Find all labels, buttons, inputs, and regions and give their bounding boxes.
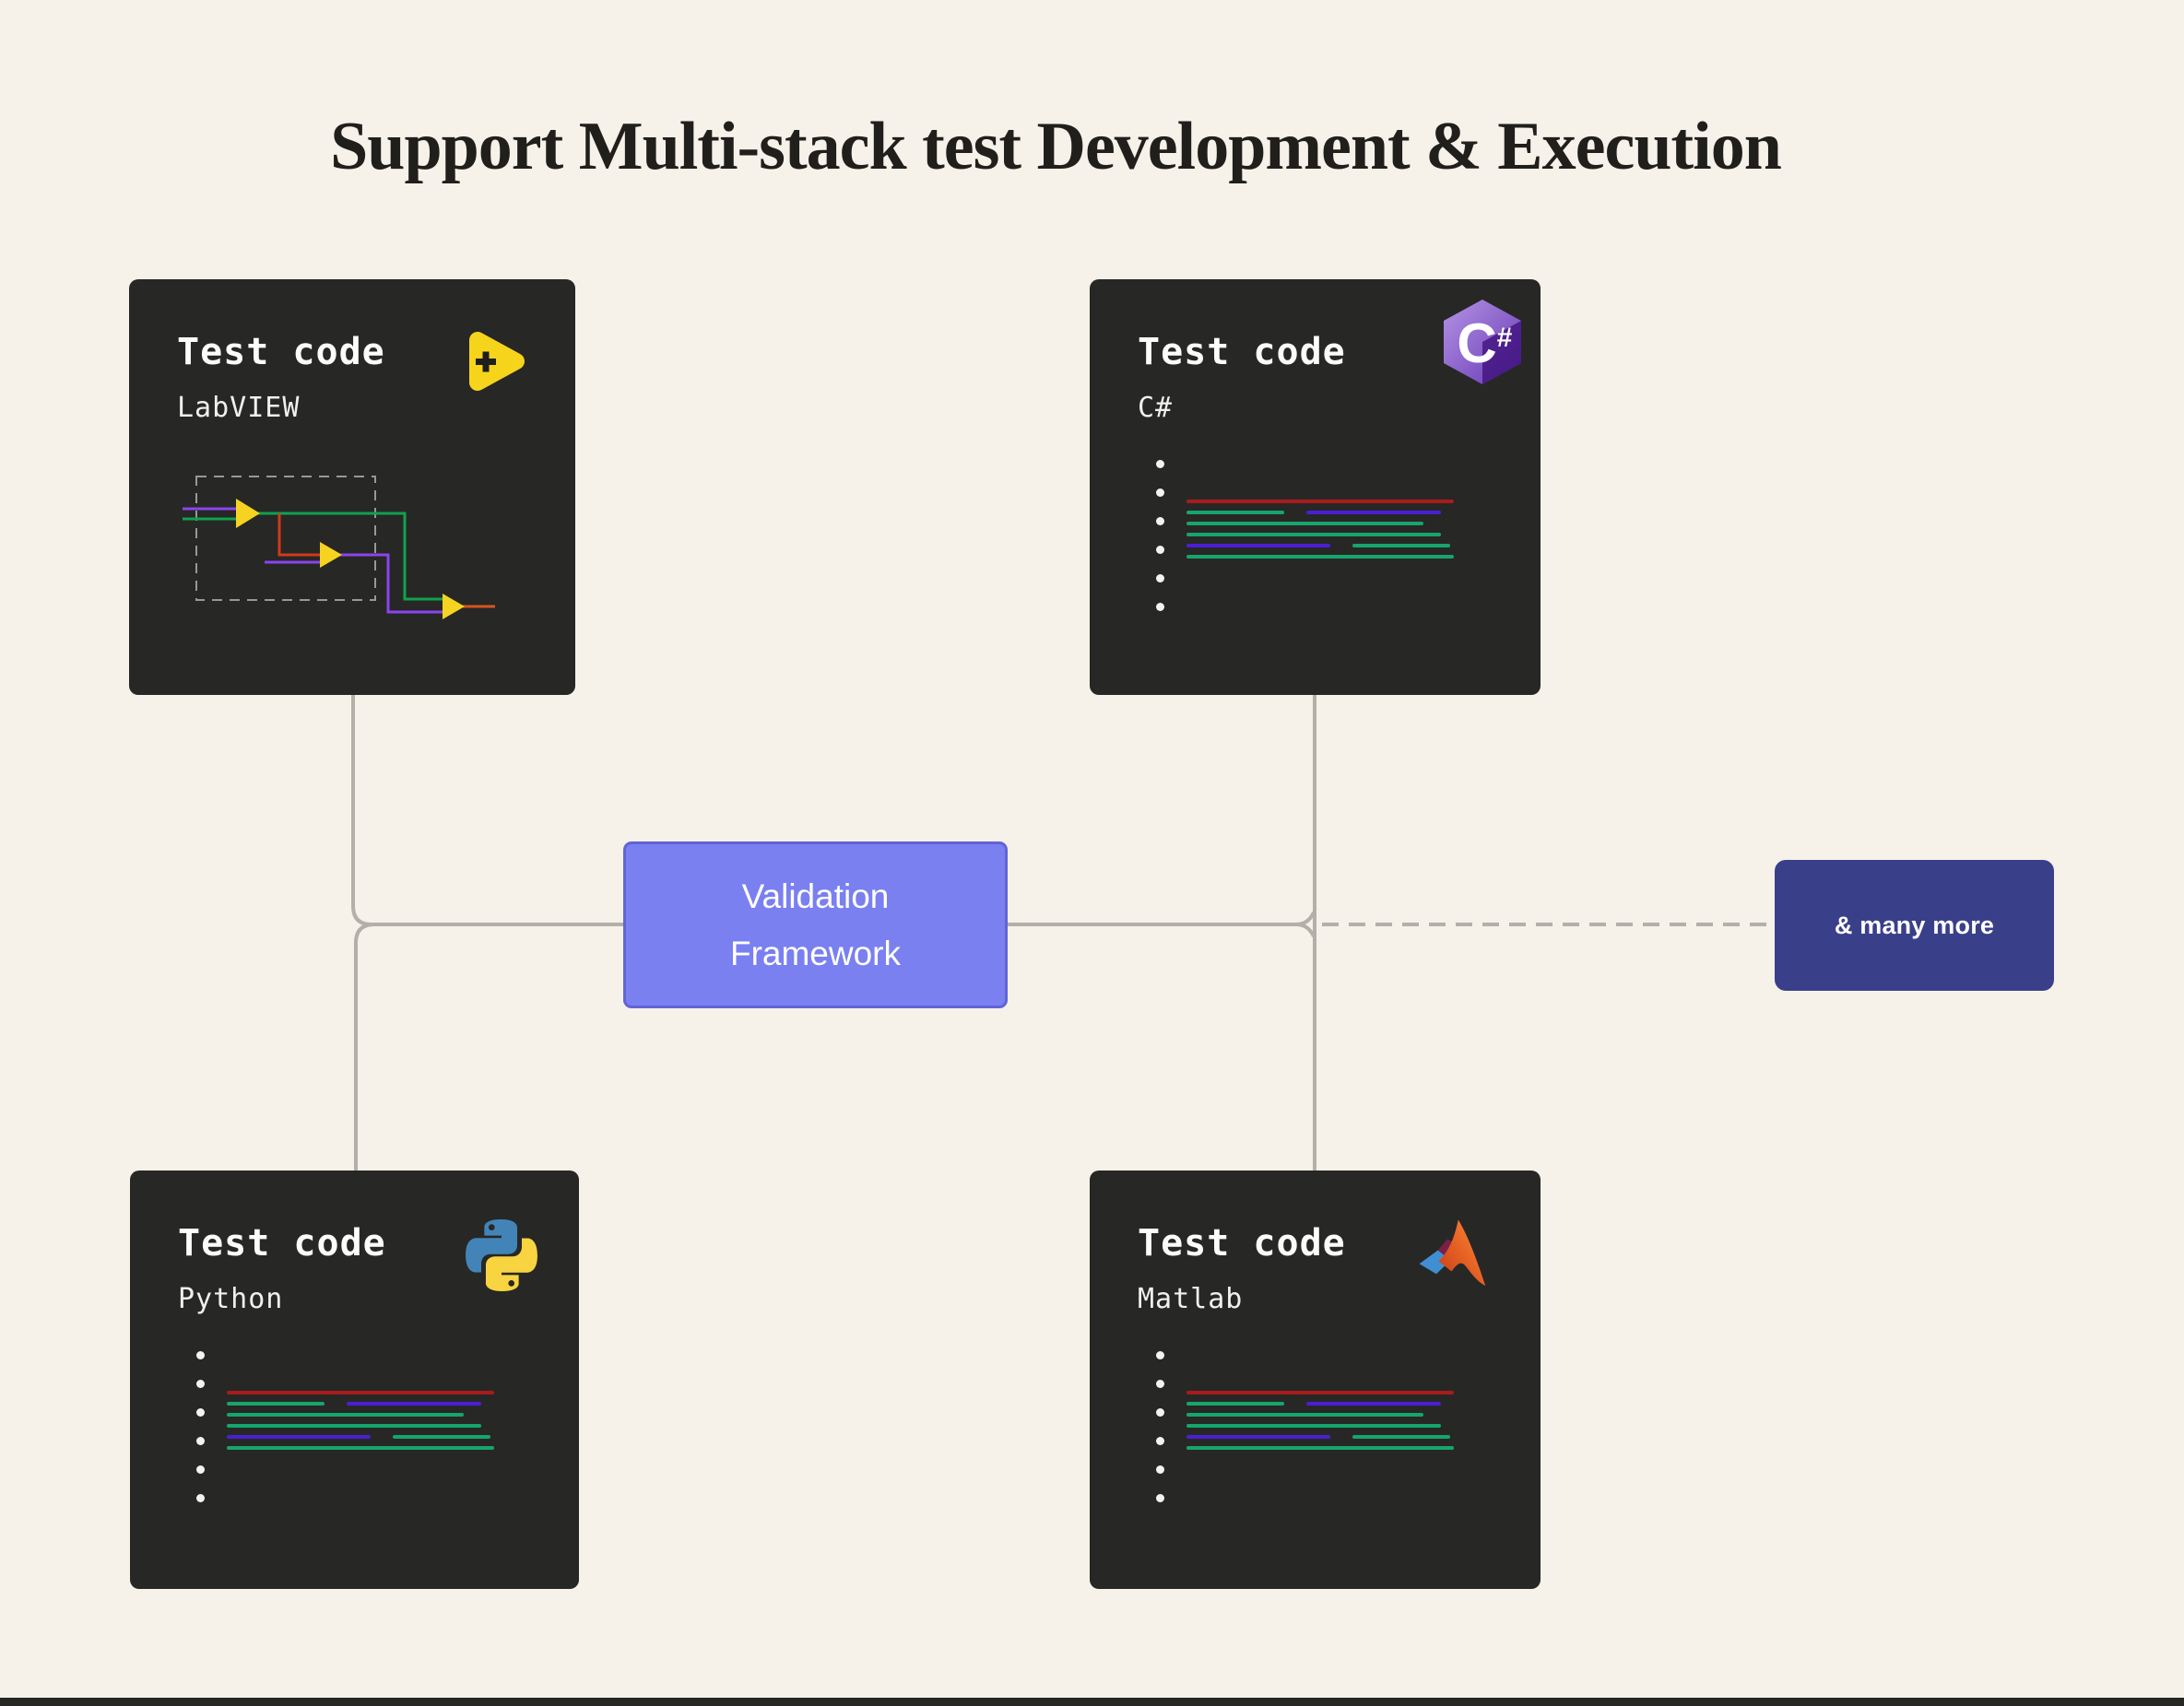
code-bullet-dot xyxy=(196,1380,205,1388)
python-icon xyxy=(466,1219,537,1291)
code-bar-row xyxy=(1186,1391,1454,1394)
code-bar-green xyxy=(1186,1413,1423,1417)
code-bullets xyxy=(196,1349,205,1502)
code-lines-graphic xyxy=(1156,458,1454,611)
code-bar-row xyxy=(1186,1402,1454,1406)
code-lines-graphic xyxy=(1156,1349,1454,1502)
code-bullet-dot xyxy=(196,1494,205,1502)
code-bar-red xyxy=(1186,1391,1454,1394)
code-bullet-dot xyxy=(1156,517,1164,525)
card-matlab-header: Test code Matlab xyxy=(1138,1222,1346,1315)
code-bar-row xyxy=(227,1435,494,1439)
code-bar-red xyxy=(227,1391,494,1394)
code-bullet-dot xyxy=(1156,1380,1164,1388)
code-bars xyxy=(227,1391,494,1502)
code-bullet-dot xyxy=(1156,488,1164,497)
code-bar-row xyxy=(227,1446,494,1450)
code-bullets xyxy=(1156,458,1164,611)
page-title: Support Multi-stack test Development & E… xyxy=(330,109,1782,184)
code-bar-green xyxy=(1186,555,1454,559)
code-bar-green xyxy=(1186,533,1441,536)
code-bar-row xyxy=(1186,544,1454,547)
code-bar-purple xyxy=(1186,1435,1330,1439)
code-bar-red xyxy=(1186,500,1454,503)
csharp-icon: C # xyxy=(1444,300,1521,384)
code-bar-purple xyxy=(1306,1402,1441,1406)
code-bar-green xyxy=(1186,1446,1454,1450)
code-bar-row xyxy=(1186,1446,1454,1450)
code-bullet-dot xyxy=(1156,460,1164,468)
code-bar-row xyxy=(227,1402,494,1406)
code-bar-purple xyxy=(347,1402,481,1406)
card-labview: Test code LabVIEW xyxy=(129,279,575,695)
code-bar-row xyxy=(1186,500,1454,503)
code-bar-row xyxy=(1186,522,1454,525)
code-bar-row xyxy=(227,1424,494,1428)
code-bullet-dot xyxy=(1156,1351,1164,1359)
code-bar-green xyxy=(393,1435,490,1439)
matlab-icon xyxy=(1419,1219,1486,1287)
code-bullet-dot xyxy=(1156,546,1164,554)
code-bars xyxy=(1186,500,1454,611)
code-bullet-dot xyxy=(196,1351,205,1359)
many-more-box: & many more xyxy=(1775,860,2054,991)
many-more-label: & many more xyxy=(1834,911,1995,939)
code-bar-row xyxy=(1186,1424,1454,1428)
card-labview-header: Test code LabVIEW xyxy=(177,331,385,424)
code-bar-green xyxy=(227,1446,494,1450)
code-bar-row xyxy=(227,1391,494,1394)
card-csharp: Test code C# C # xyxy=(1090,279,1541,695)
code-bar-purple xyxy=(1306,511,1441,514)
code-bar-purple xyxy=(227,1435,371,1439)
validation-framework-label: Validation Framework xyxy=(729,877,902,972)
card-csharp-title: Test code xyxy=(1138,331,1346,373)
svg-text:C: C xyxy=(1457,312,1496,374)
code-bar-green xyxy=(1186,522,1423,525)
svg-text:#: # xyxy=(1497,323,1513,353)
code-bullets xyxy=(1156,1349,1164,1502)
code-bar-green xyxy=(1186,1424,1441,1428)
code-bar-green xyxy=(227,1424,481,1428)
bottom-strip xyxy=(0,1698,2184,1706)
card-python-title: Test code xyxy=(178,1222,386,1265)
card-csharp-language: C# xyxy=(1138,392,1174,424)
code-bullet-dot xyxy=(1156,1408,1164,1417)
validation-framework-box: Validation Framework xyxy=(623,841,1008,1008)
code-bullet-dot xyxy=(1156,603,1164,611)
code-bar-green xyxy=(1186,1402,1284,1406)
code-bullet-dot xyxy=(1156,1437,1164,1445)
card-matlab: Test code Matlab xyxy=(1090,1171,1541,1589)
card-python: Test code Python xyxy=(130,1171,579,1589)
labview-block-diagram xyxy=(183,476,495,619)
code-bar-purple xyxy=(1186,544,1330,547)
code-bar-row xyxy=(1186,511,1454,514)
code-bar-row xyxy=(1186,1435,1454,1439)
code-bullet-dot xyxy=(1156,1494,1164,1502)
card-csharp-header: Test code C# xyxy=(1138,331,1346,424)
code-bar-green xyxy=(227,1413,464,1417)
code-bar-green xyxy=(1352,1435,1450,1439)
code-bullet-dot xyxy=(196,1437,205,1445)
card-labview-title: Test code xyxy=(177,331,385,373)
card-matlab-language: Matlab xyxy=(1138,1283,1244,1315)
code-bars xyxy=(1186,1391,1454,1502)
code-bar-green xyxy=(227,1402,325,1406)
code-bullet-dot xyxy=(196,1465,205,1474)
labview-icon xyxy=(469,332,525,391)
card-labview-language: LabVIEW xyxy=(177,392,301,424)
code-bar-green xyxy=(1352,544,1450,547)
code-bullet-dot xyxy=(1156,574,1164,582)
code-bullet-dot xyxy=(196,1408,205,1417)
code-bullet-dot xyxy=(1156,1465,1164,1474)
code-bar-green xyxy=(1186,511,1284,514)
code-bar-row xyxy=(227,1413,494,1417)
code-bar-row xyxy=(1186,555,1454,559)
card-matlab-title: Test code xyxy=(1138,1222,1346,1265)
code-bar-row xyxy=(1186,533,1454,536)
code-lines-graphic xyxy=(196,1349,494,1502)
card-python-language: Python xyxy=(178,1283,284,1315)
card-python-header: Test code Python xyxy=(178,1222,386,1315)
code-bar-row xyxy=(1186,1413,1454,1417)
